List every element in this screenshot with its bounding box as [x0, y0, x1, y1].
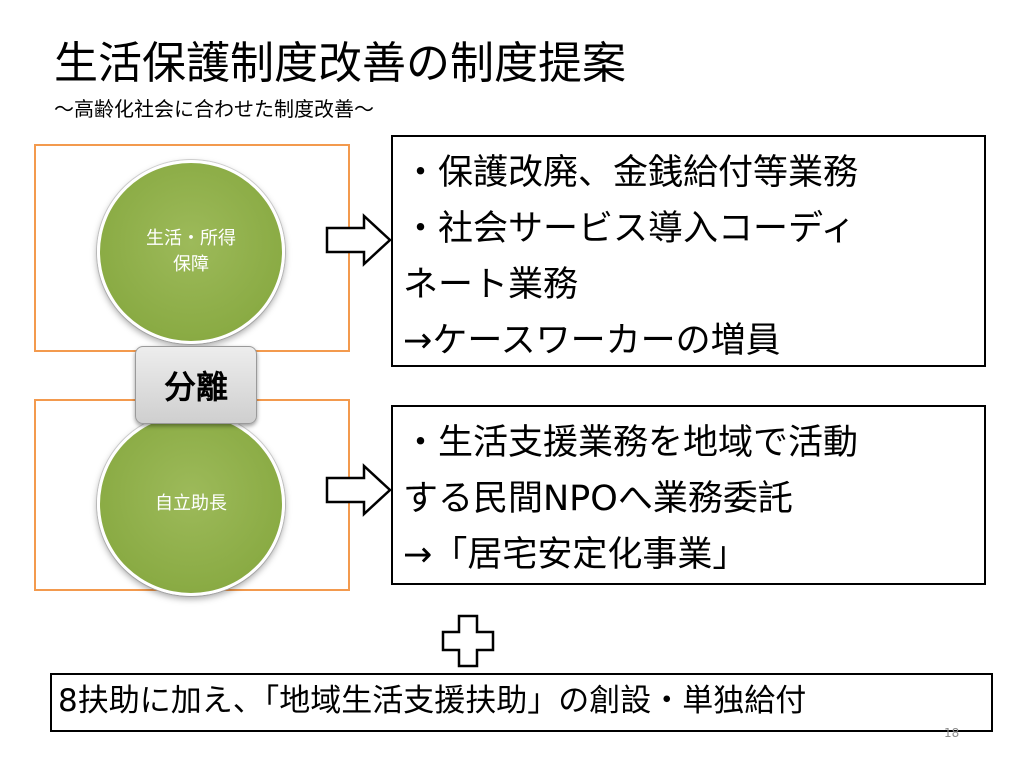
text-line: →ケースワーカーの増員 [403, 321, 781, 361]
caseworker-tasks-box: ・保護改廃、金銭給付等業務 ・社会サービス導入コーディ ネート業務 →ケースワー… [391, 135, 986, 367]
npo-outsourcing-box: ・生活支援業務を地域で活動 する民間NPOへ業務委託 →「居宅安定化事業」 [391, 405, 986, 585]
new-assistance-box: 8扶助に加え、「地域生活支援扶助」の創設・単独給付 [50, 673, 993, 732]
plus-icon [441, 614, 495, 668]
text-line: ・保護改廃、金銭給付等業務 [403, 153, 859, 193]
text-line: ネート業務 [403, 265, 579, 305]
right-arrow-icon [325, 463, 392, 517]
separation-label-box: 分離 [135, 346, 257, 424]
text-line: する民間NPOへ業務委託 [403, 479, 793, 519]
livelihood-income-circle: 生活・所得 保障 [97, 160, 285, 344]
separation-label: 分離 [163, 368, 228, 406]
page-number: 18 [944, 726, 960, 740]
slide-subtitle: ～高齢化社会に合わせた制度改善～ [54, 97, 374, 121]
self-reliance-circle: 自立助長 [97, 412, 285, 596]
right-arrow-icon [325, 213, 392, 267]
text-line: →「居宅安定化事業」 [403, 535, 748, 575]
self-reliance-label: 自立助長 [155, 493, 227, 514]
livelihood-income-label: 生活・所得 保障 [146, 228, 236, 275]
text-line: ・社会サービス導入コーディ [403, 209, 856, 249]
slide-title: 生活保護制度改善の制度提案 [54, 38, 626, 89]
text-line: ・生活支援業務を地域で活動 [403, 423, 859, 463]
new-assistance-text: 8扶助に加え、「地域生活支援扶助」の創設・単独給付 [58, 683, 807, 719]
